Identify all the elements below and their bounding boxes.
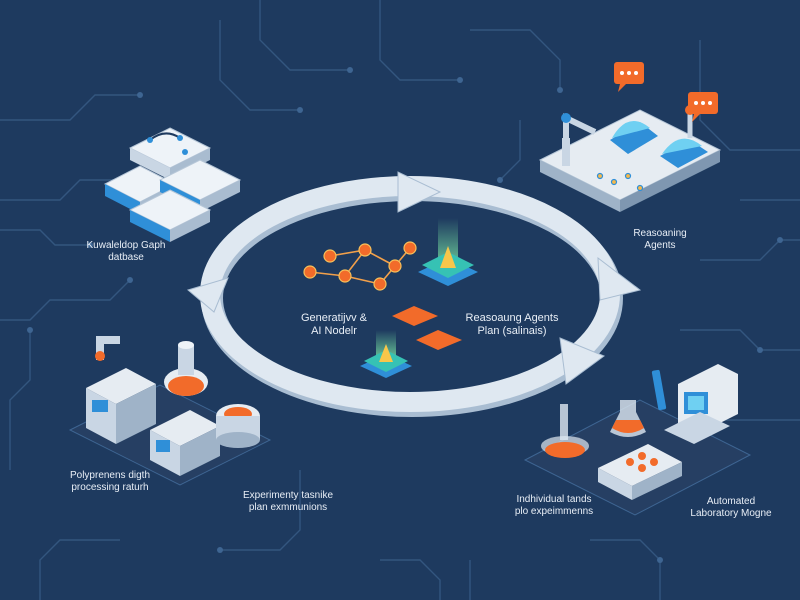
glowing-chip-icon — [360, 218, 478, 378]
node-graph-icon — [303, 241, 417, 291]
polymer-processing-label: Polyprenens digth processing raturh — [69, 470, 151, 493]
reactor-machine-icon — [68, 336, 272, 486]
cycle-arrow-ring — [200, 176, 623, 417]
individual-plans-label: Indhividual tands plo expeimmenns — [514, 494, 594, 517]
cycle-arrowhead-left — [186, 277, 229, 313]
server-stack-icon — [103, 127, 242, 242]
robot-arm-workstation-icon — [538, 105, 722, 212]
reasoning-plans-label: Reasoaung Agents Plan (salinais) — [465, 312, 559, 337]
experiment-plans-label: Experimenty tasnike plan exmmunions — [242, 490, 334, 513]
lab-flask-workstation-icon — [523, 364, 752, 516]
automated-lab-label: Automated Laboratory Mogne — [690, 496, 772, 519]
knowledge-graph-label: Kuwaleldop Gaph datbase — [86, 240, 166, 263]
circuit-nodes — [27, 67, 783, 563]
chat-bubble-icon — [614, 62, 718, 122]
cycle-arrowhead-bottom — [559, 337, 606, 385]
cycle-arrowhead-top — [397, 171, 442, 213]
cycle-arrowhead-right — [597, 256, 642, 301]
generative-ai-label: Generatijvv & AI Nodelr — [300, 312, 368, 337]
reasoning-agents-label: Reasoaning Agents — [633, 228, 687, 251]
